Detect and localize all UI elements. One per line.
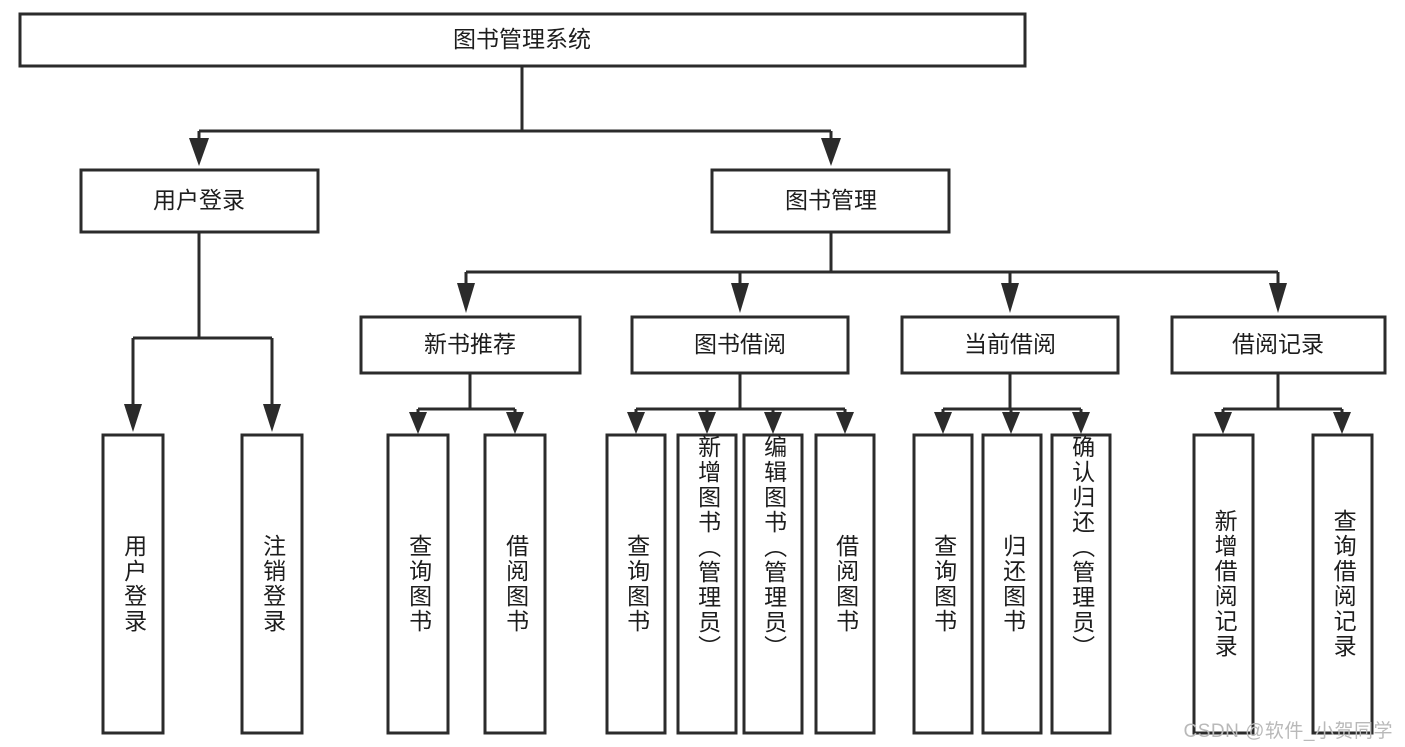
leaf-box-nb-borrow-book[interactable] — [483, 433, 547, 735]
connector-group-root — [189, 66, 841, 166]
arrowhead-current-borrow — [1001, 283, 1019, 313]
node-user-login[interactable]: 用户登录 — [79, 168, 320, 234]
leaf-box-bb-add-book[interactable] — [676, 433, 738, 735]
node-current-borrow[interactable]: 当前借阅 — [900, 315, 1120, 375]
node-borrow-record[interactable]: 借阅记录 — [1170, 315, 1387, 375]
node-current-borrow-label: 当前借阅 — [964, 331, 1056, 357]
arrowhead-nb-leaf-2 — [506, 412, 524, 434]
arrowhead-leaf-logout — [263, 404, 281, 432]
node-book-borrow[interactable]: 图书借阅 — [630, 315, 850, 375]
arrowhead-bb-leaf-1 — [627, 412, 645, 434]
node-user-login-label: 用户登录 — [153, 187, 245, 213]
node-book-borrow-box[interactable] — [630, 315, 850, 375]
arrowhead-book-manage — [821, 138, 841, 166]
leaf-box-user-login[interactable] — [101, 433, 165, 735]
leaf-box-nb-query-book[interactable] — [386, 433, 450, 735]
node-current-borrow-box[interactable] — [900, 315, 1120, 375]
node-new-book-recommend[interactable]: 新书推荐 — [359, 315, 582, 375]
leaf-box-logout[interactable] — [240, 433, 304, 735]
arrowhead-bb-leaf-3 — [764, 412, 782, 434]
arrowhead-br-leaf-1 — [1214, 412, 1232, 434]
node-book-manage-label: 图书管理 — [785, 187, 877, 213]
connector-group-new-book — [409, 373, 524, 434]
watermark-text: CSDN @软件_小贺同学 — [1183, 721, 1393, 742]
arrowhead-borrow-record — [1269, 283, 1287, 313]
arrowhead-br-leaf-2 — [1333, 412, 1351, 434]
node-new-book-recommend-label: 新书推荐 — [424, 331, 516, 357]
arrowhead-user-login — [189, 138, 209, 166]
arrowhead-leaf-user-login — [124, 404, 142, 432]
leaf-boxes — [101, 433, 1374, 735]
node-root-box[interactable] — [18, 12, 1027, 68]
arrowhead-cb-leaf-1 — [934, 412, 952, 434]
arrowhead-cb-leaf-3 — [1072, 412, 1090, 434]
arrowhead-cb-leaf-2 — [1002, 412, 1020, 434]
leaf-box-bb-borrow-book[interactable] — [814, 433, 876, 735]
arrowhead-nb-leaf-1 — [409, 412, 427, 434]
arrowhead-bb-leaf-2 — [698, 412, 716, 434]
leaf-box-cb-confirm-return[interactable] — [1050, 433, 1112, 735]
leaf-box-bb-edit-book[interactable] — [742, 433, 804, 735]
leaf-box-cb-return-book[interactable] — [981, 433, 1043, 735]
node-root-label: 图书管理系统 — [453, 26, 591, 52]
leaf-box-bb-query-book[interactable] — [605, 433, 667, 735]
connector-group-current-borrow — [934, 373, 1090, 434]
arrowhead-bb-leaf-4 — [836, 412, 854, 434]
node-book-manage[interactable]: 图书管理 — [710, 168, 951, 234]
connector-group-user-login — [124, 232, 281, 432]
node-user-login-box[interactable] — [79, 168, 320, 234]
node-root[interactable]: 图书管理系统 — [18, 12, 1027, 68]
node-borrow-record-label: 借阅记录 — [1232, 331, 1324, 357]
leaf-box-cb-query-book[interactable] — [912, 433, 974, 735]
connector-group-book-manage — [457, 232, 1287, 313]
leaf-box-br-query-record[interactable] — [1311, 433, 1374, 735]
leaf-box-br-add-record[interactable] — [1192, 433, 1255, 735]
node-new-book-recommend-box[interactable] — [359, 315, 582, 375]
node-borrow-record-box[interactable] — [1170, 315, 1387, 375]
connector-group-borrow-record — [1214, 373, 1351, 434]
connector-group-book-borrow — [627, 373, 854, 434]
node-book-borrow-label: 图书借阅 — [694, 331, 786, 357]
arrowhead-book-borrow — [731, 283, 749, 313]
node-book-manage-box[interactable] — [710, 168, 951, 234]
arrowhead-new-book — [457, 283, 475, 313]
